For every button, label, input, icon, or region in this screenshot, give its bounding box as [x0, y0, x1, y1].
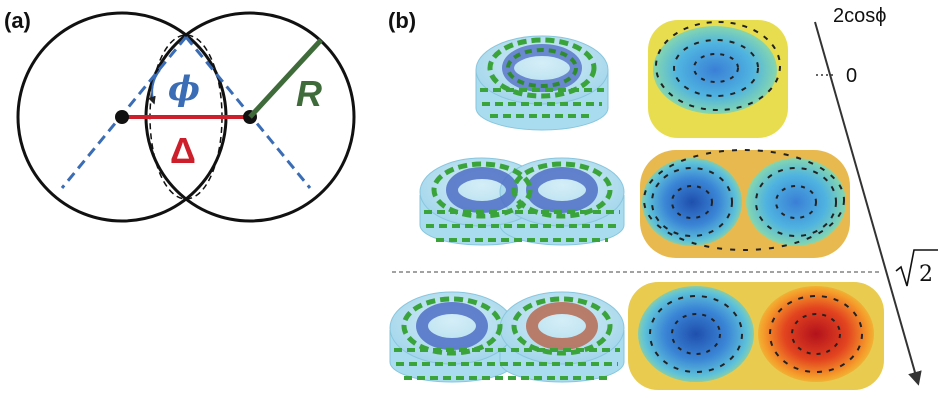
phi-label: ϕ: [168, 69, 200, 109]
panel-b: (b) 2cosϕ 0 2: [388, 5, 938, 390]
row-1-single-disk: [475, 20, 788, 138]
row-3-counterrotating: [389, 282, 884, 390]
row-2-corotating: [419, 149, 850, 258]
phi-angle-arc: [148, 69, 161, 105]
radius-label: R: [296, 73, 322, 114]
vortex-field-1: [648, 20, 788, 138]
sqrt2-radicand: 2: [919, 262, 933, 287]
tick-zero-label: 0: [846, 65, 857, 87]
vortex-field-3: [628, 282, 884, 390]
axis-arrow: [814, 21, 922, 386]
disk-illustration-2: [419, 157, 625, 246]
sqrt2-label: 2: [895, 249, 938, 287]
panel-a: (a) ϕ Δ R: [4, 8, 356, 223]
disk-illustration-3: [389, 291, 625, 383]
axis-label: 2cosϕ: [833, 5, 886, 27]
panel-a-label: (a): [4, 8, 31, 33]
panel-b-label: (b): [388, 8, 416, 33]
radius-line: [248, 38, 323, 119]
vortex-field-2: [640, 149, 850, 258]
disk-illustration-1: [475, 35, 609, 131]
left-center-dot: [115, 110, 129, 124]
delta-label: Δ: [170, 130, 196, 171]
